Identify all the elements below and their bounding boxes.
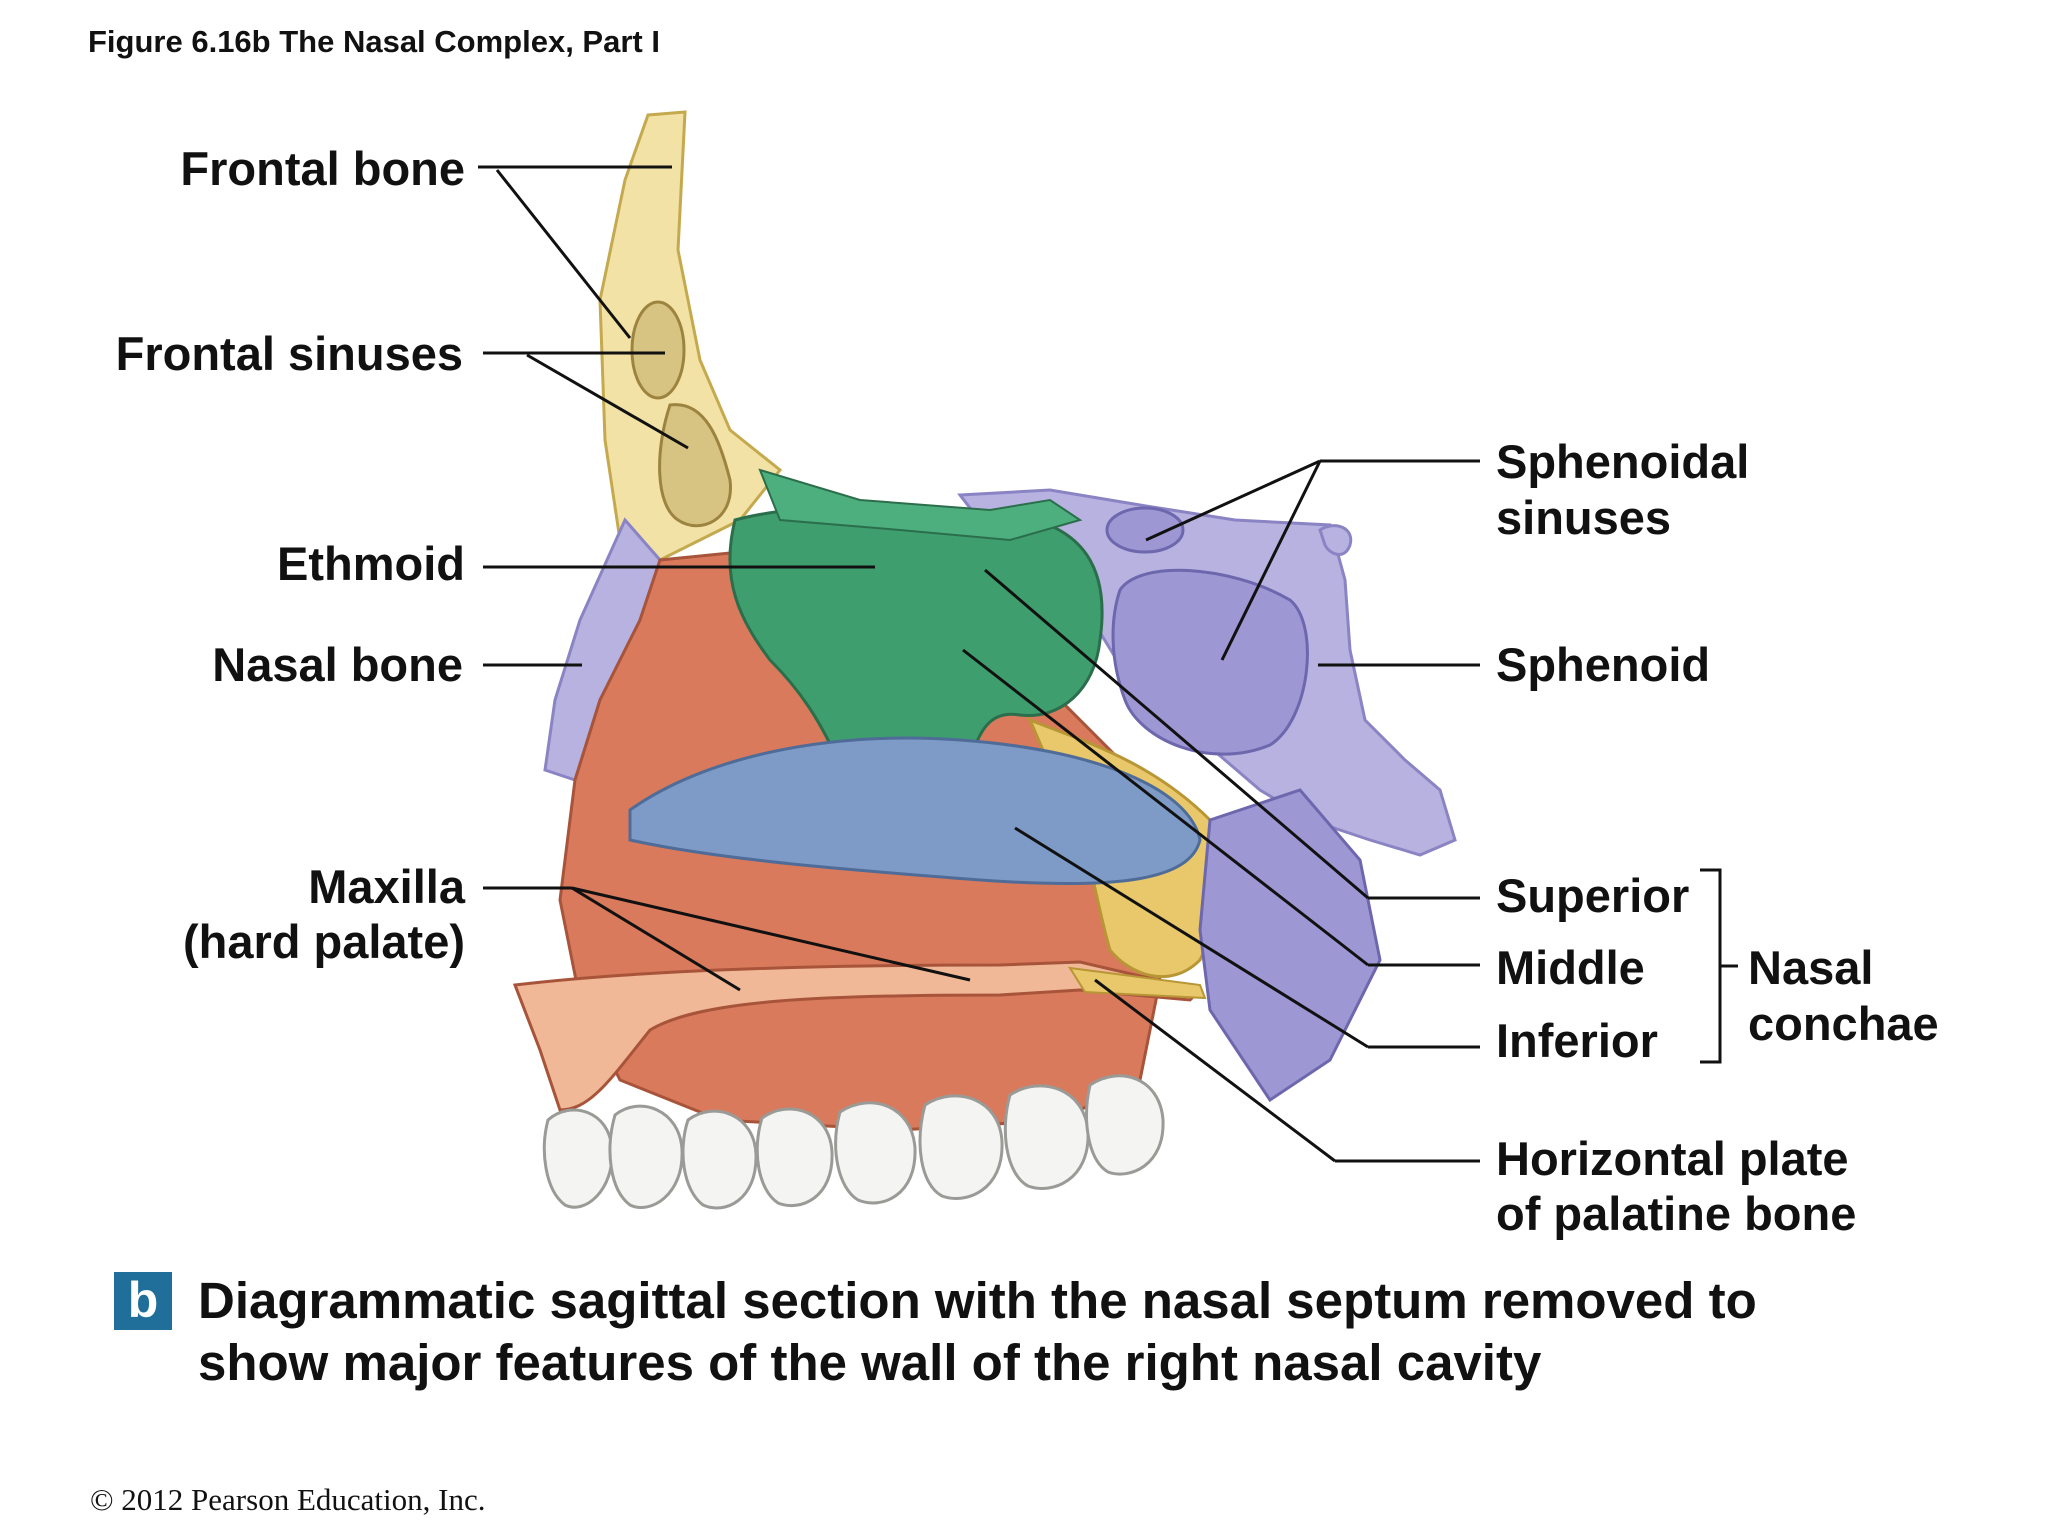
figure-caption: Diagrammatic sagittal section with the n… (198, 1270, 1757, 1394)
sphenoidal-sinus-small (1105, 506, 1185, 554)
copyright-notice: © 2012 Pearson Education, Inc. (90, 1482, 486, 1517)
label-sphenoid: Sphenoid (1496, 638, 1711, 691)
label-frontal-sinuses: Frontal sinuses (115, 327, 463, 380)
label-hard-palate: (hard palate) (182, 915, 465, 968)
sphenoid-process (1318, 524, 1353, 556)
label-frontal-bone: Frontal bone (180, 142, 465, 195)
leader-lines (478, 165, 1480, 1163)
label-middle: Middle (1496, 941, 1645, 994)
caption-line-2: show major features of the wall of the r… (198, 1334, 1542, 1391)
pterygoid-plates (1198, 788, 1382, 1103)
label-nasal-bone: Nasal bone (212, 638, 463, 691)
label-maxilla: Maxilla (308, 860, 465, 913)
label-sphenoidal-line2: sinuses (1496, 491, 1672, 544)
label-sphenoidal-line1: Sphenoidal (1496, 435, 1750, 488)
sphenoidal-sinus-large (1111, 568, 1309, 756)
palatine-horizontal-plate (1068, 966, 1207, 1000)
conchae-bracket (1700, 868, 1738, 1064)
label-superior: Superior (1496, 869, 1690, 922)
figure-title: Figure 6.16b The Nasal Complex, Part I (88, 24, 660, 59)
label-horizontal-plate-line2: of palatine bone (1496, 1187, 1857, 1240)
frontal-sinus-lower (658, 403, 732, 528)
label-horizontal-plate-line1: Horizontal plate (1496, 1132, 1849, 1185)
caption-line-1: Diagrammatic sagittal section with the n… (198, 1272, 1757, 1329)
inferior-concha-shape (628, 736, 1202, 886)
frontal-sinus-upper (630, 300, 686, 400)
label-nasal: Nasal (1748, 941, 1874, 994)
label-inferior: Inferior (1496, 1014, 1658, 1067)
ethmoid-top-ridge (758, 468, 1083, 542)
teeth-row (542, 1074, 1165, 1210)
panel-letter-badge: b (114, 1272, 172, 1330)
label-conchae: conchae (1748, 997, 1939, 1050)
label-ethmoid: Ethmoid (277, 537, 465, 590)
